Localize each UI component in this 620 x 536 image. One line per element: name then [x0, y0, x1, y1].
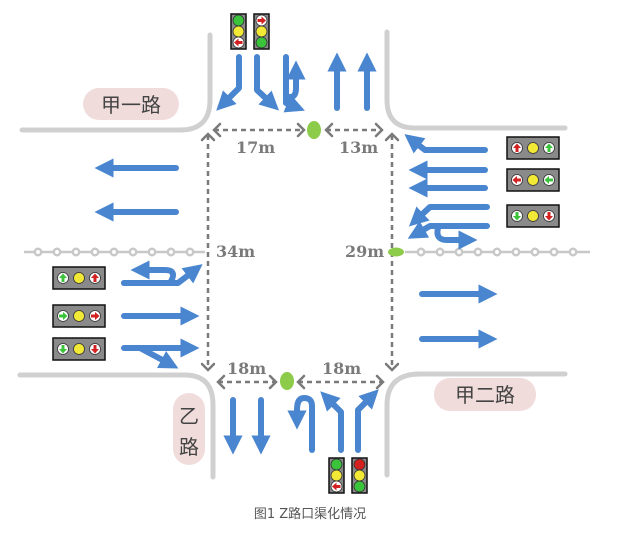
green-down-arrow-lamp	[57, 343, 69, 355]
signal-heads	[52, 13, 560, 494]
figure-caption: 图1 Z路口渠化情况	[253, 507, 367, 522]
yellow-circle-lamp	[255, 25, 268, 38]
distance-south-right: 18m	[322, 359, 361, 378]
arrow-west-right-turn	[137, 345, 179, 369]
yellow-circle-lamp	[232, 25, 245, 38]
red-right-arrow-lamp	[255, 14, 268, 27]
red-down-arrow-lamp	[543, 210, 555, 222]
green-circle-lamp	[353, 480, 366, 493]
road-label-jia2: 甲二路	[455, 383, 515, 407]
curb-north-west	[19, 32, 213, 133]
arrow-east-left-turn	[408, 204, 490, 227]
red-circle-lamp	[353, 458, 366, 471]
curbs	[17, 29, 568, 480]
arrow-east-uturn-b	[434, 225, 478, 250]
north-right-signal	[253, 13, 270, 50]
yellow-circle-lamp	[527, 210, 539, 222]
yellow-circle-lamp	[527, 142, 539, 154]
road-label-yi-2: 路	[179, 435, 199, 459]
road-label-bg-jia1	[83, 88, 179, 120]
red-left-arrow-lamp	[232, 36, 245, 49]
yellow-circle-lamp	[330, 469, 343, 482]
arrow-north-left-uturn-b	[283, 60, 306, 100]
arrow-east-uturn-a	[407, 220, 490, 239]
yellow-circle-lamp	[527, 174, 539, 186]
road-label-yi-1: 乙	[179, 404, 199, 428]
west-top-signal	[52, 266, 106, 290]
red-right-arrow-lamp	[89, 310, 101, 322]
yellow-circle-lamp	[73, 310, 85, 322]
distance-south-left: 18m	[227, 359, 266, 378]
arrow-north-left-uturn-a	[283, 54, 305, 113]
green-up-arrow-lamp	[543, 142, 555, 154]
distance-east: 29m	[345, 242, 384, 261]
curb-south-west	[17, 372, 216, 480]
curb-south-east	[384, 371, 568, 478]
green-down-arrow-lamp	[511, 210, 523, 222]
median-west	[24, 247, 205, 257]
dimension-chevrons	[200, 122, 400, 390]
island-south	[280, 372, 294, 390]
island-east	[388, 247, 404, 257]
road-label-bg-yi	[173, 393, 205, 465]
west-bottom-signal	[52, 337, 106, 361]
distance-north-left: 17m	[236, 138, 275, 157]
arrow-east-right-turn	[404, 134, 488, 154]
green-up-arrow-lamp	[57, 272, 69, 284]
west-middle-signal	[52, 304, 106, 328]
arrow-south-uturn	[287, 395, 315, 453]
road-label-bg-jia2	[434, 378, 536, 411]
yellow-circle-lamp	[73, 272, 85, 284]
island-north	[307, 121, 321, 139]
green-circle-lamp	[330, 458, 343, 471]
north-left-signal	[230, 13, 247, 50]
arrow-south-right-turn	[355, 389, 379, 453]
south-right-signal	[351, 457, 368, 494]
green-right-arrow-lamp	[57, 310, 69, 322]
red-up-arrow-lamp	[89, 272, 101, 284]
east-bottom-signal	[506, 204, 560, 228]
road-label-jia1: 甲一路	[101, 93, 161, 117]
arrow-north-right-turn	[216, 54, 242, 111]
red-down-arrow-lamp	[89, 343, 101, 355]
green-circle-lamp	[255, 36, 268, 49]
green-left-arrow-lamp	[543, 174, 555, 186]
red-left-arrow-lamp	[511, 174, 523, 186]
yellow-circle-lamp	[73, 343, 85, 355]
east-top-signal	[506, 136, 560, 160]
red-left-arrow-lamp	[330, 480, 343, 493]
arrow-west-left-turn	[121, 264, 203, 286]
arrow-north-left-turn	[254, 54, 280, 111]
distance-west: 34m	[216, 242, 255, 261]
arrow-south-left-turn	[320, 391, 344, 453]
curb-north-east	[384, 29, 568, 131]
south-left-signal	[328, 457, 345, 494]
red-up-arrow-lamp	[511, 142, 523, 154]
yellow-circle-lamp	[353, 469, 366, 482]
green-circle-lamp	[232, 14, 245, 27]
median-east	[405, 247, 590, 257]
east-middle-signal	[506, 168, 560, 192]
lane-arrows	[94, 52, 498, 455]
distance-north-right: 13m	[339, 138, 378, 157]
